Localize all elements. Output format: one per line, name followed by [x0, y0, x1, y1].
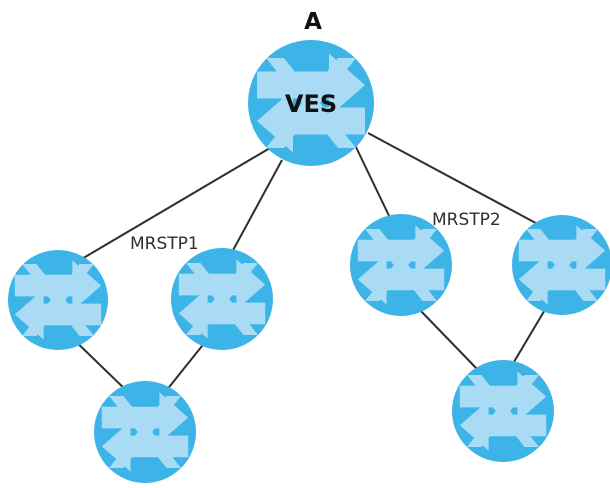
link-root-right-b	[367, 132, 546, 229]
switch-node-left-c	[94, 381, 196, 483]
link-right-a-right-c	[417, 307, 479, 371]
switch-node-left-a	[8, 250, 108, 350]
mrstp2-label: MRSTP2	[432, 210, 501, 230]
link-root-right-a	[354, 144, 393, 223]
switch-node-root: VES	[248, 40, 374, 166]
diagram-title: A	[304, 9, 322, 35]
switch-node-right-c	[452, 360, 554, 462]
link-left-b-left-c	[161, 335, 211, 397]
switch-node-right-a	[350, 214, 452, 316]
link-root-left-a	[79, 147, 271, 261]
switch-node-right-b	[512, 215, 610, 315]
switch-node-left-b	[171, 248, 273, 350]
mrstp1-label: MRSTP1	[130, 234, 199, 254]
network-links	[67, 132, 547, 397]
root-switch-label: VES	[285, 90, 337, 118]
